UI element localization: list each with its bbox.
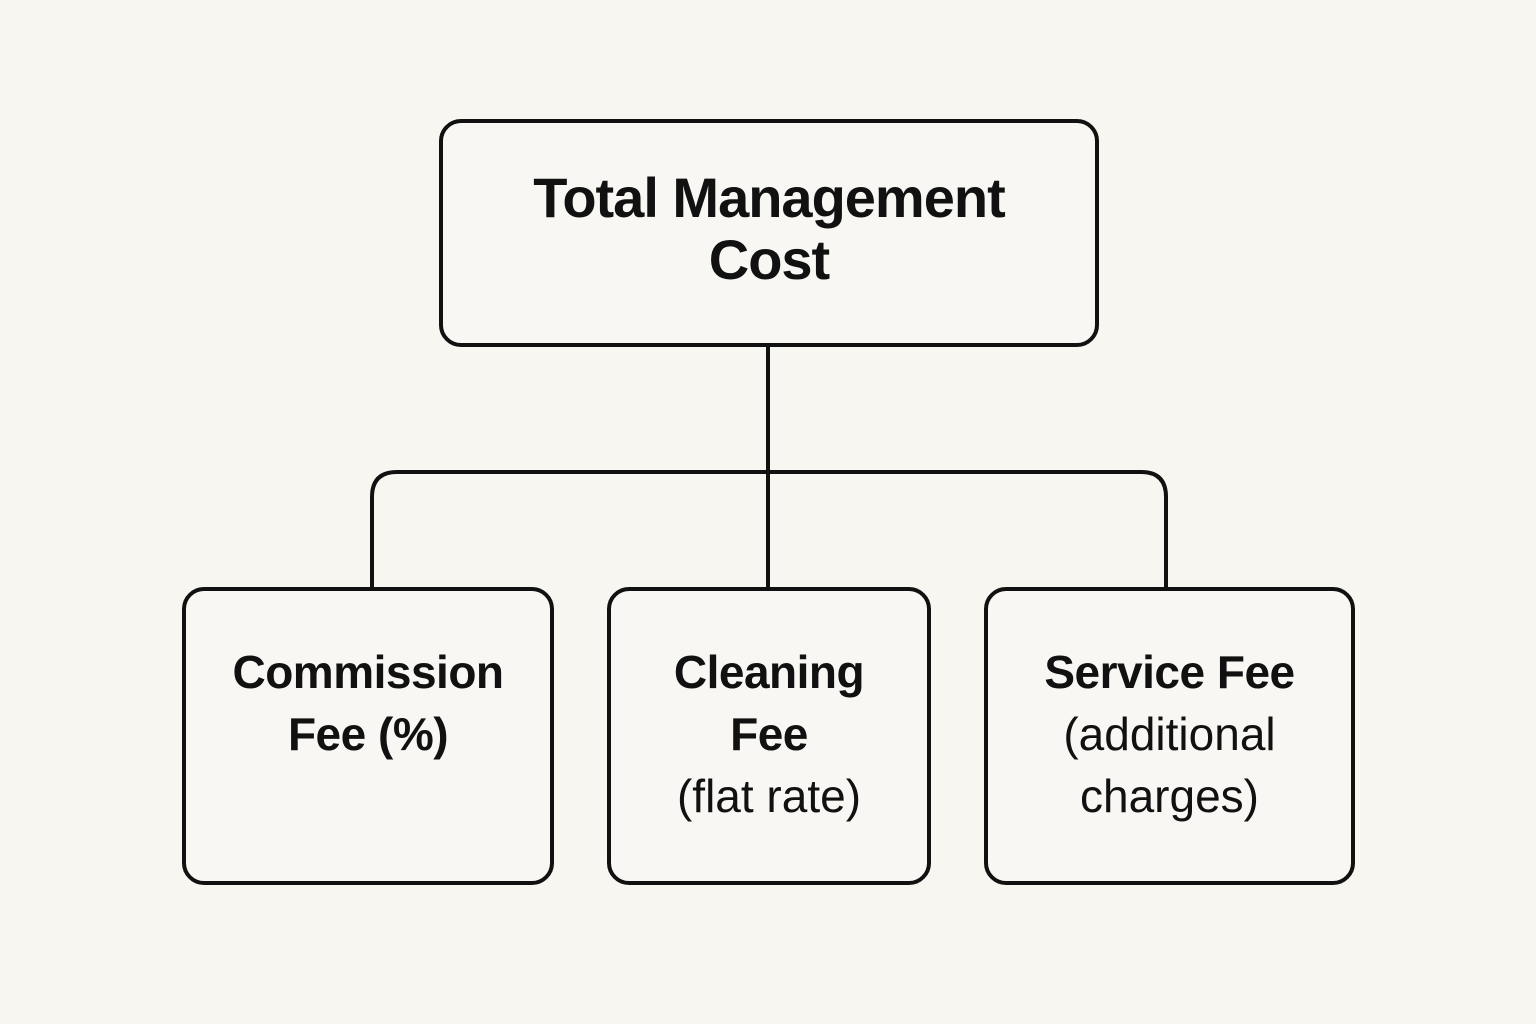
service-fee-node: Service Fee (additional charges) xyxy=(984,587,1355,885)
service-fee-line-3: charges) xyxy=(1080,770,1259,822)
commission-fee-node: Commission Fee (%) xyxy=(182,587,554,885)
cleaning-fee-line-1: Cleaning xyxy=(673,646,865,698)
cleaning-fee-line-2: Fee xyxy=(730,708,808,760)
service-fee-line-2: (additional xyxy=(1063,708,1276,760)
commission-fee-line-1: Commission xyxy=(232,646,504,698)
cleaning-fee-line-3: (flat rate) xyxy=(676,770,862,822)
service-fee-line-1: Service Fee xyxy=(1044,646,1295,698)
cleaning-fee-node: Cleaning Fee (flat rate) xyxy=(607,587,931,885)
root-title-line-2: Cost xyxy=(708,228,830,291)
total-management-cost-node: Total Management Cost xyxy=(439,119,1099,347)
root-title-line-1: Total Management xyxy=(533,166,1005,229)
commission-fee-line-2: Fee (%) xyxy=(287,708,449,760)
